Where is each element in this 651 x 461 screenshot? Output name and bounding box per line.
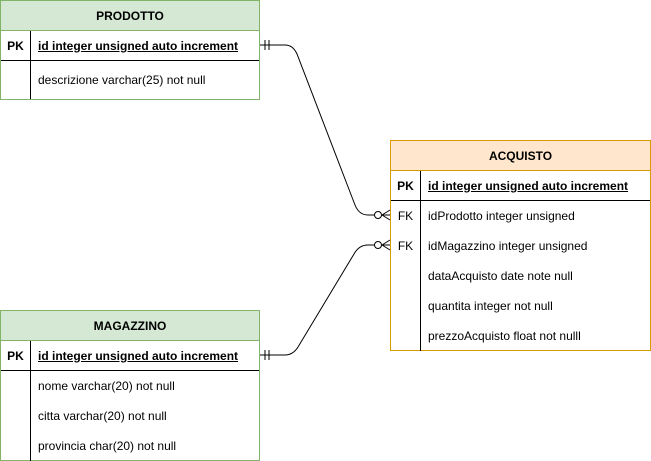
field-idmagazzino: idMagazzino integer unsigned <box>428 239 588 253</box>
field-row: FK idMagazzino integer unsigned <box>391 231 650 261</box>
entity-acquisto[interactable]: ACQUISTO PK id integer unsigned auto inc… <box>390 140 651 351</box>
edge-magazzino-acquisto[interactable] <box>260 239 391 360</box>
edge-prodotto-acquisto[interactable] <box>260 40 391 221</box>
pk-label: PK <box>1 31 31 60</box>
pk-row: PK id integer unsigned auto increment <box>1 341 259 371</box>
key-cell <box>1 431 31 461</box>
field-row: nome varchar(20) not null <box>1 371 259 401</box>
field-row: dataAcquisto date note null <box>391 261 650 291</box>
crowfoot <box>381 244 391 251</box>
entity-prodotto[interactable]: PRODOTTO PK id integer unsigned auto inc… <box>0 0 260 100</box>
field-citta: citta varchar(20) not null <box>38 409 167 423</box>
key-cell <box>1 61 31 99</box>
key-cell <box>391 291 421 321</box>
key-cell <box>391 261 421 291</box>
zero-circle <box>374 241 382 249</box>
fk-label: FK <box>391 201 421 231</box>
pk-label: PK <box>391 171 421 200</box>
key-cell <box>391 321 421 351</box>
field-idprodotto: idProdotto integer unsigned <box>428 209 575 223</box>
field-nome: nome varchar(20) not null <box>38 379 175 393</box>
field-row: descrizione varchar(25) not null <box>1 61 259 99</box>
entity-title: MAGAZZINO <box>1 311 259 341</box>
fk-label: FK <box>391 231 421 261</box>
entity-magazzino[interactable]: MAGAZZINO PK id integer unsigned auto in… <box>0 310 260 461</box>
zero-circle <box>374 211 382 219</box>
pk-field: id integer unsigned auto increment <box>38 348 239 363</box>
entity-title: ACQUISTO <box>391 141 650 171</box>
crowfoot <box>381 239 391 246</box>
pk-row: PK id integer unsigned auto increment <box>1 31 259 61</box>
key-cell <box>1 401 31 431</box>
entity-title: PRODOTTO <box>1 1 259 31</box>
field-row: FK idProdotto integer unsigned <box>391 201 650 231</box>
key-cell <box>1 371 31 401</box>
field-row: provincia char(20) not null <box>1 431 259 461</box>
crowfoot <box>381 209 391 216</box>
crowfoot <box>381 214 391 221</box>
field-prezzoacquisto: prezzoAcquisto float not nulll <box>428 329 581 343</box>
field-descrizione: descrizione varchar(25) not null <box>38 73 206 87</box>
pk-field: id integer unsigned auto increment <box>38 38 239 53</box>
field-row: quantita integer not null <box>391 291 650 321</box>
field-row: citta varchar(20) not null <box>1 401 259 431</box>
field-quantita: quantita integer not null <box>428 299 553 313</box>
pk-label: PK <box>1 341 31 370</box>
pk-row: PK id integer unsigned auto increment <box>391 171 650 201</box>
field-provincia: provincia char(20) not null <box>38 439 177 453</box>
pk-field: id integer unsigned auto increment <box>428 178 629 193</box>
field-dataacquisto: dataAcquisto date note null <box>428 269 573 283</box>
field-row: prezzoAcquisto float not nulll <box>391 321 650 351</box>
